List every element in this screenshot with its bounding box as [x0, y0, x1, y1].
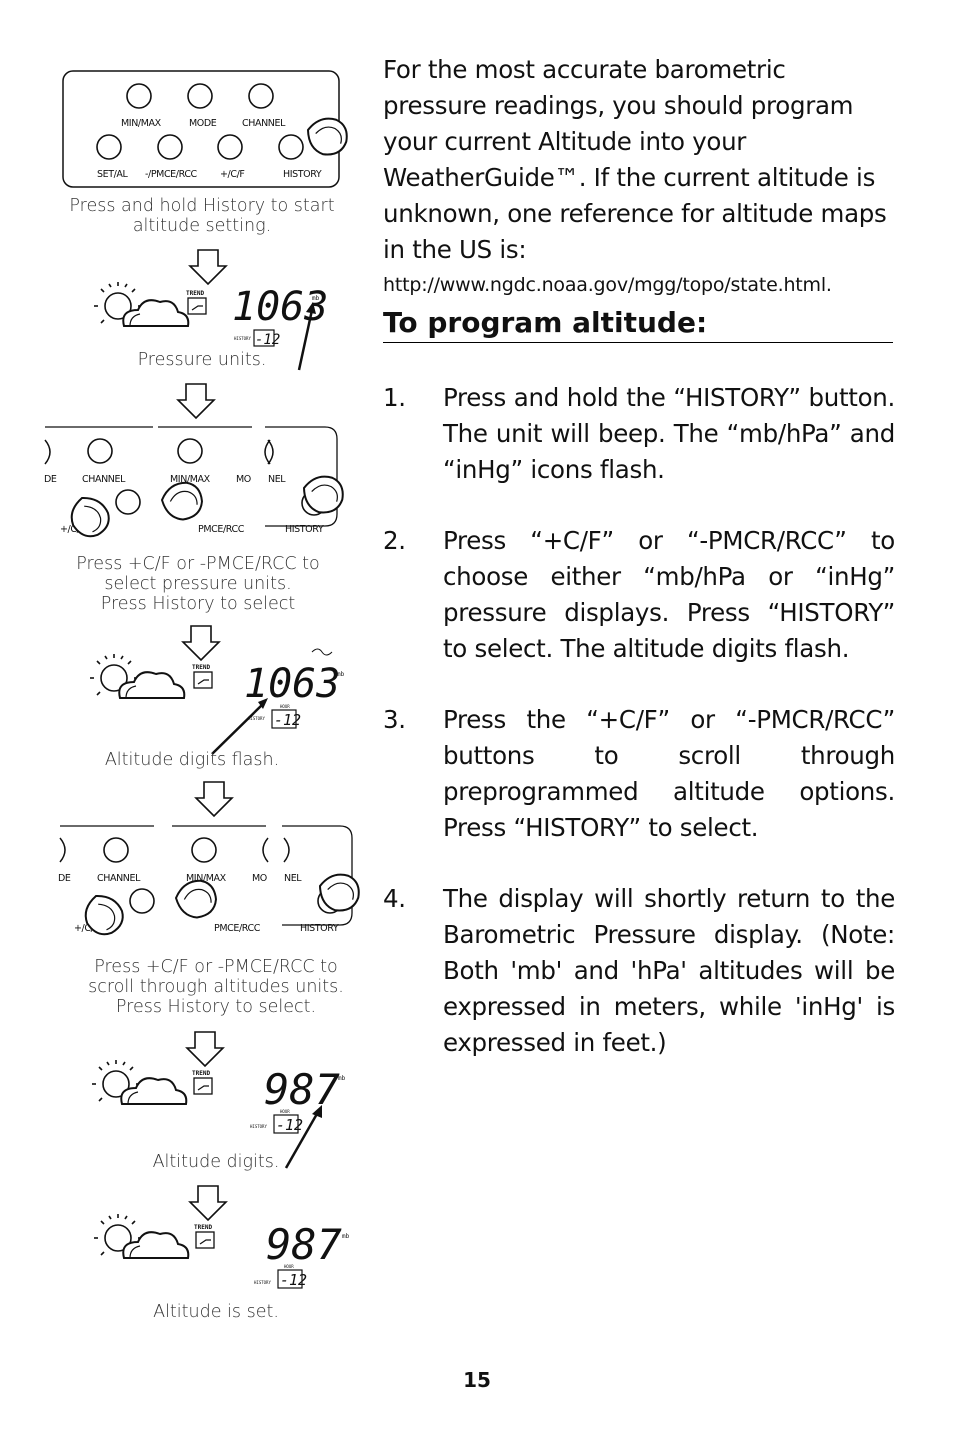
pressure-digits: 987 — [264, 1065, 340, 1114]
step-item: 1.Press and hold the “HISTORY” button. T… — [383, 383, 895, 484]
svg-text:DE: DE — [44, 474, 57, 485]
button-panel-cropped-2: DE CHANNEL +/C/F MIN/MAX MO PMCE/RCC NEL… — [58, 825, 366, 942]
label-channel: CHANNEL — [242, 118, 286, 129]
display-pressure-units: 1063 mb HISTORY -12 — [93, 281, 328, 371]
reference-url: http://www.ngdc.noaa.gov/mgg/topo/state.… — [383, 274, 832, 296]
down-arrow-icon — [177, 383, 215, 419]
label-cf: +/C/F — [220, 169, 244, 180]
intro-paragraph: For the most accurate barometric pressur… — [383, 55, 887, 264]
button-panel-cropped-1: DE CHANNEL +/C/F MIN/MAX MO PMCE/RCC NEL… — [44, 426, 350, 544]
svg-text:mb: mb — [312, 295, 320, 302]
svg-text:HISTORY: HISTORY — [254, 1280, 271, 1285]
svg-text:-12: -12 — [255, 332, 280, 348]
caption-pressure-units: Pressure units. — [137, 350, 267, 370]
label-minmax: MIN/MAX — [121, 118, 162, 129]
svg-text:-12: -12 — [274, 711, 301, 729]
page-number: 15 — [463, 1368, 491, 1392]
step-item: 2.Press “+C/F” or “-PMCR/RCC” to choose … — [383, 526, 895, 663]
steps-list: 1.Press and hold the “HISTORY” button. T… — [383, 380, 895, 1096]
pressure-digits: 987 — [266, 1220, 342, 1269]
label-setal: SET/AL — [97, 169, 129, 180]
svg-text:CHANNEL: CHANNEL — [82, 474, 126, 485]
svg-text:-12: -12 — [280, 1271, 307, 1289]
svg-text:HOUR: HOUR — [284, 1264, 294, 1269]
label-mode: MODE — [189, 118, 217, 129]
intro-block: For the most accurate barometric pressur… — [383, 52, 895, 300]
svg-text:mb: mb — [338, 1075, 346, 1082]
pressure-digits: 1063 — [244, 661, 340, 707]
svg-text:+/C/F: +/C/F — [74, 923, 98, 934]
button-panel-full: MIN/MAX MODE CHANNEL SET/AL -/PMCE/RCC +… — [62, 70, 354, 188]
svg-text:MO: MO — [236, 474, 251, 485]
svg-text:DE: DE — [58, 873, 71, 884]
sun-cloud-icon — [91, 1059, 188, 1105]
step-item: 4.The display will shortly return to the… — [383, 884, 895, 1057]
svg-text:PMCE/RCC: PMCE/RCC — [214, 923, 261, 934]
svg-text:mb: mb — [342, 1233, 350, 1240]
display-altitude-digits: 987 mb HISTORY HOUR -12 — [91, 1059, 346, 1169]
down-arrow-icon — [186, 1031, 224, 1067]
svg-text:NEL: NEL — [268, 474, 286, 485]
step-item: 3.Press the “+C/F” or “-PMCR/RCC” button… — [383, 705, 895, 842]
svg-text:CHANNEL: CHANNEL — [97, 873, 141, 884]
trend-icon — [191, 663, 213, 689]
svg-text:NEL: NEL — [284, 873, 302, 884]
svg-text:-12: -12 — [276, 1116, 303, 1134]
sun-cloud-icon — [89, 653, 186, 699]
sun-cloud-icon — [93, 1213, 190, 1259]
caption-digits-flash: Altitude digits flash. — [104, 750, 280, 770]
svg-text:mb: mb — [337, 671, 345, 678]
svg-text:HISTORY: HISTORY — [300, 923, 339, 934]
svg-text:MO: MO — [252, 873, 267, 884]
display-altitude-set: 987 mb HISTORY HOUR -12 — [93, 1213, 350, 1289]
trend-icon — [193, 1223, 215, 1249]
display-altitude-flash: 1063 mb HISTORY HOUR -12 — [89, 648, 345, 755]
down-arrow-icon — [189, 1185, 227, 1221]
svg-text:PMCE/RCC: PMCE/RCC — [198, 524, 245, 535]
svg-text:HISTORY: HISTORY — [250, 1124, 267, 1129]
svg-text:HISTORY: HISTORY — [285, 524, 324, 535]
svg-text:+/C/F: +/C/F — [60, 524, 84, 535]
section-heading: To program altitude: — [383, 306, 893, 343]
label-history: HISTORY — [283, 169, 322, 180]
trend-icon — [185, 289, 207, 315]
svg-text:MIN/MAX: MIN/MAX — [170, 474, 211, 485]
sun-cloud-icon — [93, 281, 190, 327]
down-arrow-icon — [182, 625, 220, 661]
svg-text:HOUR: HOUR — [280, 704, 290, 709]
caption-altitude-set: Altitude is set. — [153, 1302, 279, 1322]
illustration-column: TREND MIN/MAX MODE CHANNEL SET/AL -/PMCE… — [44, 70, 366, 1289]
label-pmce: -/PMCE/RCC — [145, 169, 198, 180]
svg-text:HOUR: HOUR — [280, 1109, 290, 1114]
trend-icon — [191, 1069, 213, 1095]
down-arrow-icon — [189, 249, 227, 285]
svg-text:HISTORY: HISTORY — [248, 716, 265, 721]
svg-text:MIN/MAX: MIN/MAX — [186, 873, 227, 884]
down-arrow-icon — [195, 781, 233, 817]
svg-text:HISTORY: HISTORY — [234, 336, 251, 341]
finger-icon — [63, 491, 117, 544]
caption-altitude-digits: Altitude digits. — [152, 1152, 280, 1172]
